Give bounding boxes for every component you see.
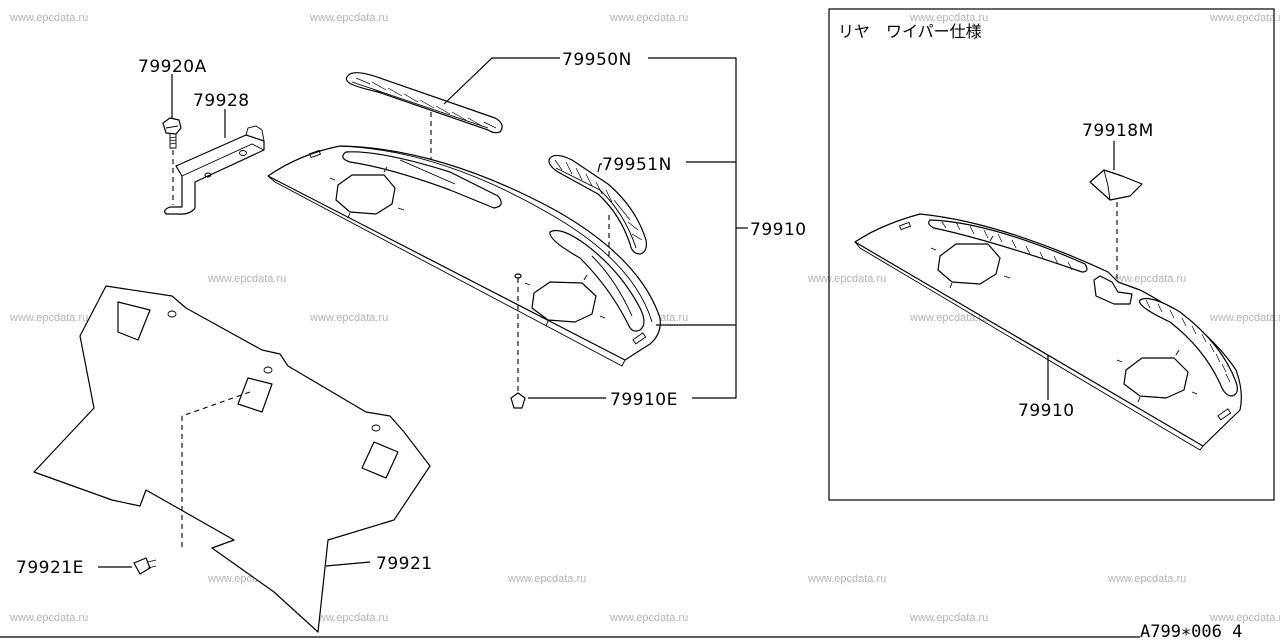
part-label-79921[interactable]: 79921 xyxy=(376,554,433,574)
part-label-79910-inset[interactable]: 79910 xyxy=(1018,401,1075,421)
inset-title: リヤ ワイパー仕様 xyxy=(838,22,982,41)
watermark: www.epcdata.ru xyxy=(909,612,988,624)
watermark: www.epcdata.ru xyxy=(1209,12,1280,24)
watermark: www.epcdata.ru xyxy=(909,12,988,24)
inset-frame xyxy=(828,8,1275,501)
part-label-79950n[interactable]: 79950N xyxy=(562,50,632,70)
watermark: www.epcdata.ru xyxy=(609,12,688,24)
watermark: www.epcdata.ru xyxy=(1209,612,1280,624)
watermark: www.epcdata.ru xyxy=(309,612,388,624)
watermark: www.epcdata.ru xyxy=(807,573,886,585)
watermark: www.epcdata.ru xyxy=(309,12,388,24)
bracket-79928[interactable] xyxy=(164,125,265,215)
leader-79921 xyxy=(325,561,371,567)
clip-79910e[interactable] xyxy=(510,273,526,409)
watermark: www.epcdata.ru xyxy=(9,312,88,324)
part-label-79921e[interactable]: 79921E xyxy=(16,558,84,578)
watermark: www.epcdata.ru xyxy=(909,312,988,324)
watermark: www.epcdata.ru xyxy=(1209,312,1280,324)
part-label-79918m[interactable]: 79918M xyxy=(1082,121,1154,141)
bolt-79920a[interactable] xyxy=(162,117,182,149)
clip-79921e[interactable] xyxy=(133,557,157,575)
part-label-79928[interactable]: 79928 xyxy=(193,91,250,111)
watermark: www.epcdata.ru xyxy=(207,273,286,285)
dashed-guide xyxy=(181,391,251,548)
finisher-79951n[interactable] xyxy=(548,154,647,255)
watermark: www.epcdata.ru xyxy=(1107,273,1186,285)
watermark: www.epcdata.ru xyxy=(1107,573,1186,585)
part-label-79951n[interactable]: 79951N xyxy=(602,155,672,175)
diagram-code: A799∗006 4 xyxy=(1140,622,1242,640)
part-label-79910[interactable]: 79910 xyxy=(750,220,807,240)
cover-79918m[interactable] xyxy=(1089,169,1143,201)
finisher-79950n[interactable] xyxy=(345,72,503,134)
watermark: www.epcdata.ru xyxy=(807,273,886,285)
watermark: www.epcdata.ru xyxy=(309,312,388,324)
rear-parcel-shelf-79910-wiper[interactable] xyxy=(854,213,1242,451)
watermark: www.epcdata.ru xyxy=(9,12,88,24)
leader-bracket xyxy=(648,57,737,399)
part-label-79910e[interactable]: 79910E xyxy=(610,390,678,410)
leader-79950n xyxy=(443,57,560,105)
insulator-79921[interactable] xyxy=(33,285,431,633)
watermark: www.epcdata.ru xyxy=(9,612,88,624)
part-label-79920a[interactable]: 79920A xyxy=(138,57,207,77)
watermark: www.epcdata.ru xyxy=(507,573,586,585)
watermark: www.epcdata.ru xyxy=(609,612,688,624)
leader-79951n xyxy=(597,163,602,173)
rear-parcel-shelf-79910[interactable] xyxy=(267,145,661,367)
